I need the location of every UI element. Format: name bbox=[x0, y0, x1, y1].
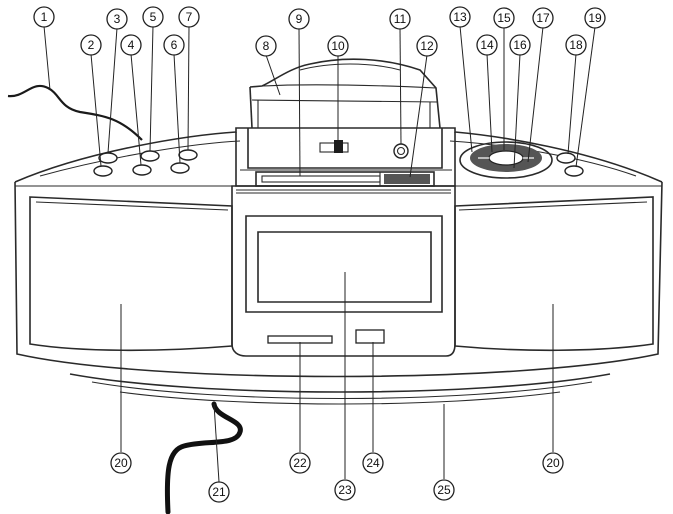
callout-3: 3 bbox=[106, 8, 128, 30]
callout-7: 7 bbox=[178, 6, 200, 28]
callout-11: 11 bbox=[389, 8, 411, 30]
callout-label: 19 bbox=[588, 11, 602, 25]
callout-label: 13 bbox=[453, 10, 467, 24]
callout-17: 17 bbox=[532, 7, 554, 29]
callout-9: 9 bbox=[288, 8, 310, 30]
callout-21: 21 bbox=[208, 481, 230, 503]
callout-5: 5 bbox=[142, 6, 164, 28]
callout-label: 3 bbox=[114, 12, 121, 26]
speaker-housing bbox=[14, 127, 663, 405]
callout-label: 6 bbox=[171, 38, 178, 52]
center-console bbox=[231, 185, 456, 357]
callout-24: 24 bbox=[362, 452, 384, 474]
antenna-wire bbox=[7, 85, 143, 141]
callout-13: 13 bbox=[449, 6, 471, 28]
callout-label: 5 bbox=[150, 10, 157, 24]
callout-label: 1 bbox=[41, 10, 48, 24]
callout-label: 9 bbox=[296, 12, 303, 26]
dock-support-cradle bbox=[249, 58, 441, 129]
callout-6: 6 bbox=[163, 34, 185, 56]
callout-label: 22 bbox=[293, 456, 307, 470]
callout-label: 12 bbox=[420, 39, 434, 53]
remote-sensor bbox=[267, 335, 333, 344]
callout-22: 22 bbox=[289, 452, 311, 474]
callout-2: 2 bbox=[80, 34, 102, 56]
callout-18: 18 bbox=[565, 34, 587, 56]
callout-20-right: 20 bbox=[542, 452, 564, 474]
left-speaker-grille bbox=[29, 196, 233, 352]
callout-label: 18 bbox=[569, 38, 583, 52]
power-cord bbox=[164, 401, 243, 514]
callout-label: 10 bbox=[331, 39, 345, 53]
callout-label: 20 bbox=[114, 456, 128, 470]
callout-label: 14 bbox=[480, 38, 494, 52]
callout-label: 24 bbox=[366, 456, 380, 470]
callout-23: 23 bbox=[334, 479, 356, 501]
dock-connector bbox=[319, 140, 349, 153]
callout-15: 15 bbox=[493, 7, 515, 29]
auxiliary-panel bbox=[355, 329, 385, 344]
callout-label: 7 bbox=[186, 10, 193, 24]
callout-16: 16 bbox=[509, 34, 531, 56]
callout-label: 20 bbox=[546, 456, 560, 470]
power-button bbox=[393, 143, 409, 159]
callout-8: 8 bbox=[255, 35, 277, 57]
callout-12: 12 bbox=[416, 35, 438, 57]
eject-button bbox=[384, 174, 430, 184]
left-control-buttons bbox=[93, 149, 198, 177]
right-speaker-grille bbox=[454, 196, 654, 352]
callout-label: 21 bbox=[212, 485, 226, 499]
callout-4: 4 bbox=[120, 34, 142, 56]
callout-label: 8 bbox=[263, 39, 270, 53]
callout-1: 1 bbox=[33, 6, 55, 28]
callout-19: 19 bbox=[584, 7, 606, 29]
callout-label: 25 bbox=[437, 483, 451, 497]
navigation-pad bbox=[459, 141, 553, 179]
lcd-display bbox=[245, 215, 443, 313]
callout-label: 4 bbox=[128, 38, 135, 52]
callout-14: 14 bbox=[476, 34, 498, 56]
callout-25: 25 bbox=[433, 479, 455, 501]
callout-label: 11 bbox=[394, 12, 407, 26]
callout-label: 2 bbox=[88, 38, 95, 52]
cd-slot bbox=[255, 171, 435, 187]
callout-label: 17 bbox=[536, 11, 550, 25]
callout-label: 16 bbox=[513, 38, 527, 52]
callout-label: 23 bbox=[338, 483, 352, 497]
right-control-buttons bbox=[556, 152, 584, 177]
leader-lines bbox=[43, 25, 596, 483]
callout-10: 10 bbox=[327, 35, 349, 57]
callout-20-left: 20 bbox=[110, 452, 132, 474]
callout-label: 15 bbox=[497, 11, 511, 25]
